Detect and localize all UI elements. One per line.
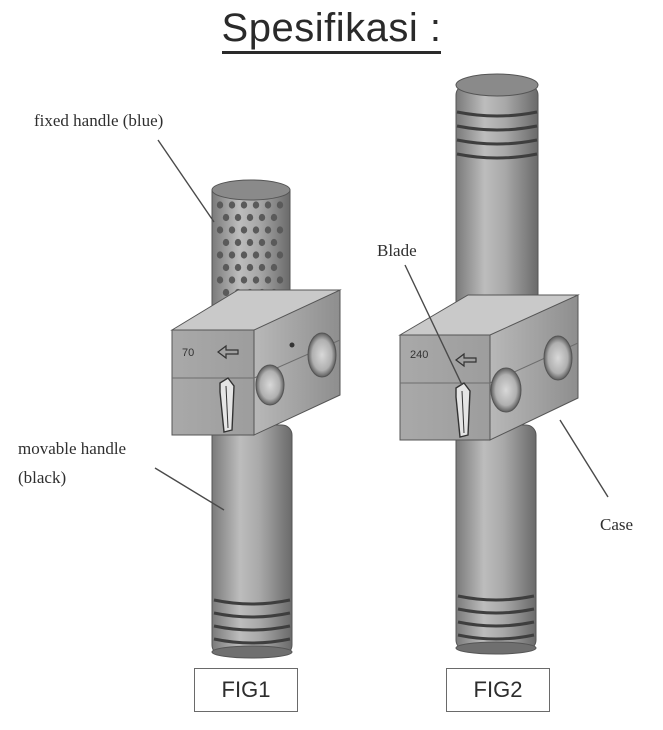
grip-dot bbox=[264, 276, 272, 284]
label-movable-handle: movable handle bbox=[18, 439, 127, 458]
fig1-movable-handle bbox=[211, 424, 293, 659]
fig1-tool: 70 bbox=[170, 179, 342, 659]
grip-dot bbox=[276, 201, 284, 209]
grip-dot bbox=[234, 213, 242, 222]
fig2-upper-handle bbox=[455, 73, 539, 331]
grip-dot bbox=[264, 226, 272, 234]
fig2-caption: FIG2 bbox=[446, 668, 550, 712]
grip-dot bbox=[252, 251, 260, 259]
label-blade: Blade bbox=[377, 241, 417, 260]
grip-dot bbox=[222, 213, 230, 222]
leader-movable-handle bbox=[154, 467, 225, 511]
grip-dot bbox=[264, 251, 272, 259]
grip-dot bbox=[234, 263, 242, 272]
grip-dot bbox=[240, 201, 248, 209]
grip-dot bbox=[252, 226, 260, 234]
grip-dot bbox=[246, 263, 254, 272]
page-title: Spesifikasi : bbox=[0, 6, 663, 54]
fig2-case-block: 240 bbox=[398, 294, 580, 441]
grip-dot bbox=[252, 201, 260, 209]
grip-dot bbox=[216, 251, 224, 259]
grip-dot bbox=[240, 226, 248, 234]
label-movable-handle-sub: (black) bbox=[18, 468, 67, 487]
grip-dot bbox=[228, 226, 236, 234]
grip-dot bbox=[276, 276, 284, 284]
grip-dot bbox=[258, 263, 266, 272]
fig2-lower-handle bbox=[455, 424, 537, 655]
fig1-caption: FIG1 bbox=[194, 668, 298, 712]
grip-dot bbox=[234, 238, 242, 247]
label-fixed-handle: fixed handle (blue) bbox=[34, 111, 164, 130]
grip-dot bbox=[270, 263, 278, 272]
grip-dot bbox=[258, 238, 266, 247]
leader-blade bbox=[404, 264, 463, 386]
grip-dot bbox=[222, 238, 230, 247]
fig1-case-block: 70 bbox=[170, 289, 342, 436]
grip-dot bbox=[216, 201, 224, 209]
grip-dot bbox=[216, 226, 224, 234]
grip-dot bbox=[276, 251, 284, 259]
grip-dot bbox=[258, 213, 266, 222]
grip-dot bbox=[228, 251, 236, 259]
leader-fixed-handle bbox=[157, 139, 215, 223]
grip-dot bbox=[246, 238, 254, 247]
grip-dot bbox=[240, 251, 248, 259]
grip-dot bbox=[222, 288, 230, 297]
leader-case bbox=[559, 419, 609, 498]
grip-dot bbox=[264, 201, 272, 209]
label-case: Case bbox=[600, 515, 634, 534]
grip-dot bbox=[252, 276, 260, 284]
grip-dot bbox=[228, 276, 236, 284]
fig2-case-number: 240 bbox=[410, 349, 428, 361]
grip-dot bbox=[270, 213, 278, 222]
grip-dot bbox=[228, 201, 236, 209]
grip-dot bbox=[222, 263, 230, 272]
fig2-tool: 240 bbox=[398, 73, 580, 655]
grip-dot bbox=[246, 213, 254, 222]
grip-dot bbox=[216, 276, 224, 284]
grip-dot bbox=[276, 226, 284, 234]
grip-dot bbox=[270, 238, 278, 247]
fig1-case-number: 70 bbox=[182, 347, 194, 359]
grip-dot bbox=[240, 276, 248, 284]
leader-lines bbox=[154, 139, 609, 511]
